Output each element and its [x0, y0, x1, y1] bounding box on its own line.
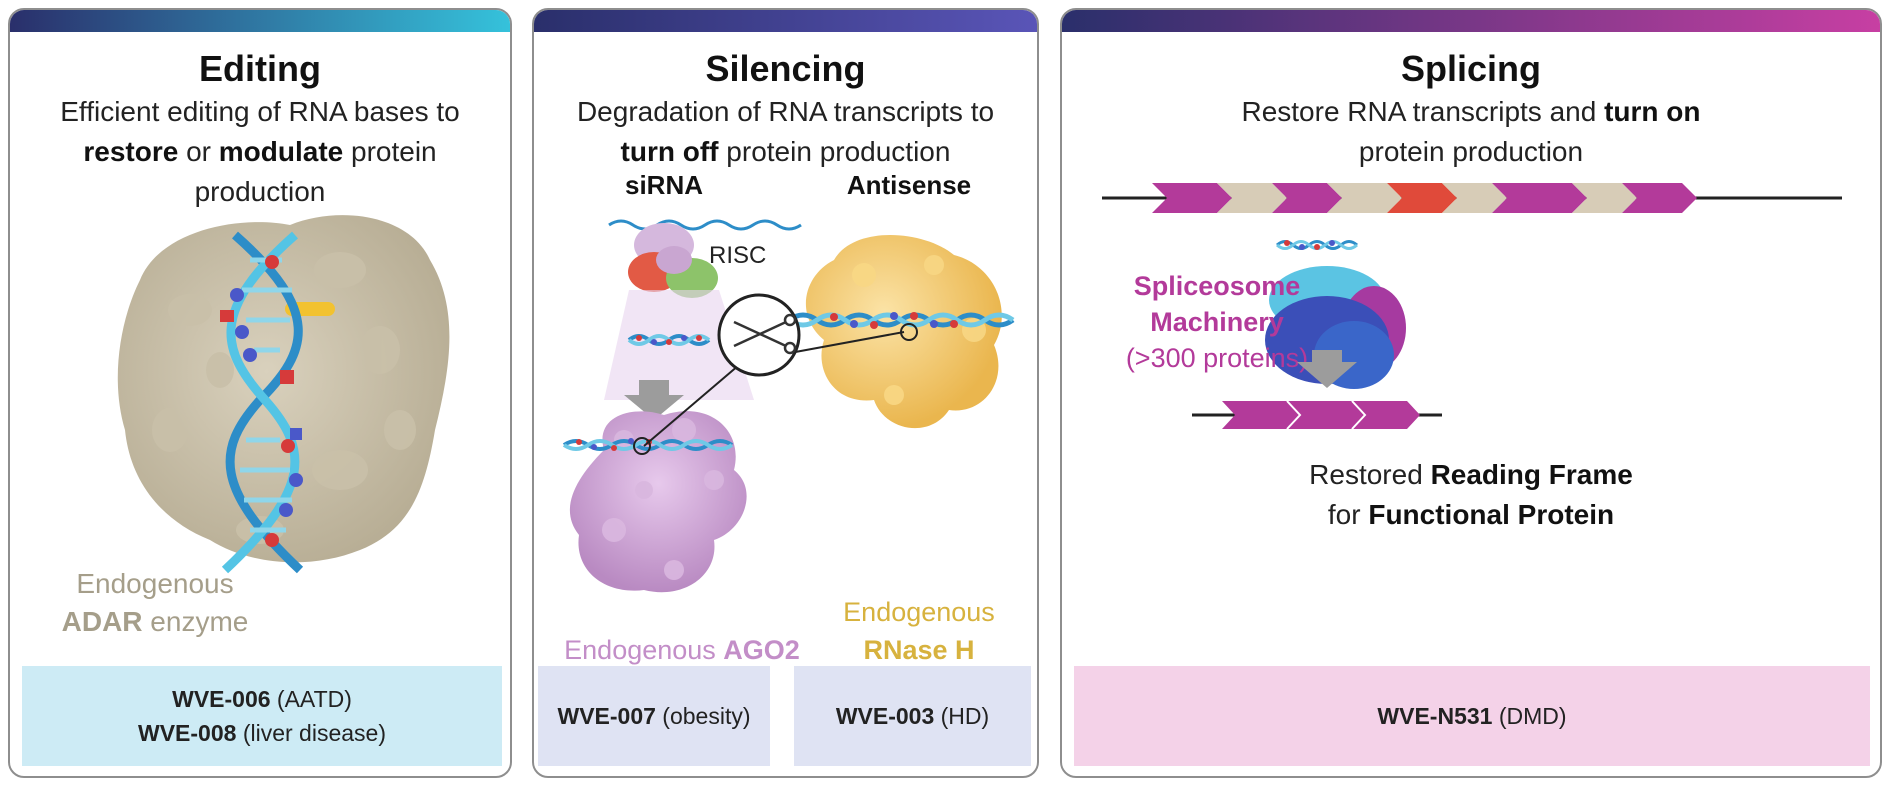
risc-label: RISC: [709, 242, 767, 269]
editing-header-bar: [10, 10, 510, 32]
splicing-desc-line2: protein production: [1358, 136, 1584, 167]
ago2-label: Endogenous AGO2: [564, 635, 800, 665]
ago2-protein-icon: [562, 411, 747, 593]
splicing-description: Restore RNA transcripts and turn on prot…: [1062, 92, 1880, 172]
splicing-panel: Splicing Restore RNA transcripts and tur…: [1060, 8, 1882, 778]
splicing-program-wve-n531: WVE-N531 (DMD): [1074, 666, 1870, 766]
down-arrow-icon-splicing: [1297, 350, 1357, 388]
spliceosome-icon: [1265, 240, 1406, 389]
silencing-description: Degradation of RNA transcripts to turn o…: [534, 92, 1037, 172]
editing-desc-line3: production: [194, 176, 326, 207]
editing-panel: Editing Efficient editing of RNA bases t…: [8, 8, 512, 778]
restored-mrna-strand-icon: [1192, 400, 1442, 430]
sirna-label: siRNA: [624, 170, 703, 200]
silencing-program-wve-007: WVE-007 (obesity): [538, 666, 770, 766]
rnase-h-label: Endogenous RNase H: [843, 597, 995, 665]
silencing-desc-line1: Degradation of RNA transcripts to: [576, 96, 995, 127]
restored-frame-text: Restored Reading Frame for Functional Pr…: [1309, 459, 1633, 530]
silencing-program-wve-003: WVE-003 (HD): [794, 666, 1031, 766]
program-wve-006: WVE-006 (AATD): [172, 686, 352, 712]
pre-mrna-exon-strand-icon: [1102, 183, 1842, 213]
scissors-icon: [643, 293, 905, 447]
silencing-title: Silencing: [705, 48, 866, 89]
editing-description: Efficient editing of RNA bases to restor…: [10, 92, 510, 212]
splicing-header-bar: [1062, 10, 1880, 32]
spliceosome-label: Spliceosome Machinery (>300 proteins): [1125, 271, 1309, 373]
risc-complex-icon: [604, 219, 802, 400]
rna-helix-icon: [220, 231, 304, 574]
silencing-header-bar: [534, 10, 1037, 32]
program-wve-008: WVE-008 (liver disease): [138, 720, 386, 746]
splicing-desc-line1: Restore RNA transcripts and turn on: [1241, 96, 1701, 127]
splicing-title: Splicing: [1400, 48, 1541, 89]
silencing-panel: Silencing Degradation of RNA transcripts…: [532, 8, 1039, 778]
editing-desc-line2: restore or modulate protein: [83, 136, 437, 167]
down-arrow-icon: [624, 380, 684, 420]
antisense-label: Antisense: [846, 170, 972, 200]
editing-programs: WVE-006 (AATD) WVE-008 (liver disease): [22, 666, 502, 766]
silencing-desc-line2: turn off protein production: [620, 136, 951, 167]
editing-desc-line1: Efficient editing of RNA bases to: [60, 96, 460, 127]
editing-title: Editing: [199, 48, 321, 89]
adar-enzyme-label: Endogenous ADAR enzyme: [61, 568, 249, 637]
